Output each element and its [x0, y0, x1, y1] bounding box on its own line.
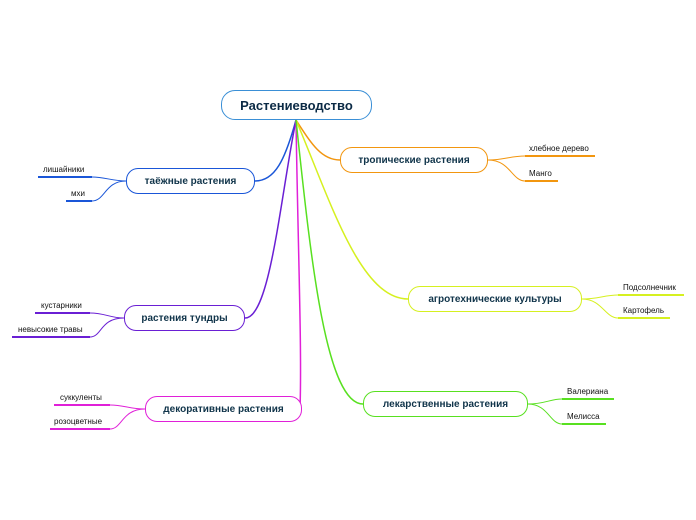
leaf-breadfruit[interactable]: хлебное дерево	[529, 144, 589, 153]
leaf-potato[interactable]: Картофель	[623, 306, 665, 315]
leaf-melissa[interactable]: Мелисса	[567, 412, 600, 421]
connector-root-agro	[295, 119, 409, 300]
connector-root-tropic	[295, 119, 341, 161]
leaf-sunflower[interactable]: Подсолнечник	[623, 283, 676, 292]
topic-tundra-plants[interactable]: растения тундры	[124, 305, 245, 331]
connector-med-leaf-1	[527, 398, 563, 405]
connector-decor-leaf-2	[109, 408, 146, 430]
leaf-low-grasses[interactable]: невысокие травы	[18, 325, 83, 334]
connector-root-tundra	[244, 119, 297, 319]
connector-root-taiga	[254, 119, 297, 182]
topic-agro-crops[interactable]: агротехнические культуры	[408, 286, 582, 312]
connector-taiga-leaf-1	[91, 176, 127, 182]
connector-tundra-leaf-2	[89, 317, 125, 338]
leaf-rosaceae[interactable]: розоцветные	[54, 417, 103, 426]
root-topic[interactable]: Растениеводство	[221, 90, 372, 120]
connector-agro-leaf-1	[581, 294, 619, 300]
topic-decorative-plants[interactable]: декоративные растения	[145, 396, 302, 422]
leaf-mosses[interactable]: мхи	[71, 189, 85, 198]
connector-taiga-leaf-2	[91, 180, 127, 202]
topic-taiga-plants[interactable]: таёжные растения	[126, 168, 255, 194]
leaf-succulents[interactable]: суккуленты	[60, 393, 102, 402]
connector-tropic-leaf-2	[487, 159, 526, 182]
connector-agro-leaf-2	[581, 298, 619, 319]
connector-med-leaf-2	[527, 403, 563, 425]
connector-tropic-leaf-1	[487, 155, 526, 161]
connector-tundra-leaf-1	[89, 312, 125, 319]
leaf-valerian[interactable]: Валериана	[567, 387, 609, 396]
leaf-lichens[interactable]: лишайники	[43, 165, 85, 174]
connector-root-decor	[295, 119, 302, 410]
connector-decor-leaf-1	[109, 404, 146, 410]
topic-tropical-plants[interactable]: тропические растения	[340, 147, 488, 173]
leaf-shrubs[interactable]: кустарники	[41, 301, 82, 310]
leaf-mango[interactable]: Манго	[529, 169, 552, 178]
connector-root-med	[295, 119, 364, 405]
topic-medicinal-plants[interactable]: лекарственные растения	[363, 391, 528, 417]
